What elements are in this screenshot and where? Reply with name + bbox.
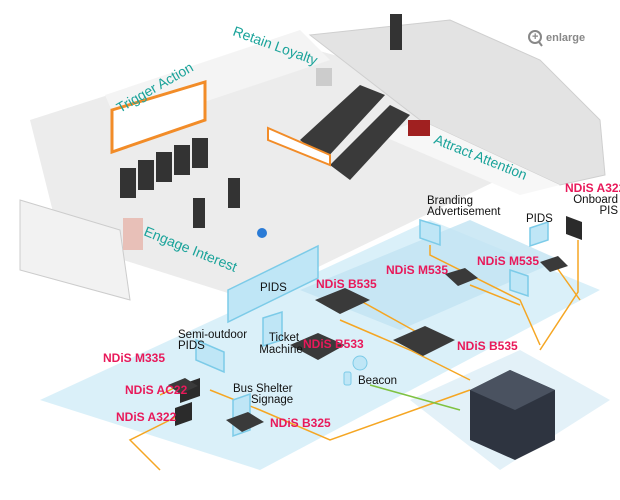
escalator xyxy=(330,105,410,180)
zoom-in-icon xyxy=(528,30,542,44)
train xyxy=(308,19,606,186)
label-semi-outdoor: Semi-outdoor xyxy=(178,329,247,341)
label-beacon: Beacon xyxy=(358,375,397,387)
product-m335: NDiS M335 xyxy=(103,351,165,365)
zoom-plus: + xyxy=(532,31,538,43)
label-bus-shelter: Bus Shelter xyxy=(233,383,293,395)
enlarge-label: enlarge xyxy=(546,32,585,44)
product-b533: NDiS B533 xyxy=(303,337,364,351)
zoom-in-icon xyxy=(538,41,543,47)
label-semi-pids: PIDS xyxy=(178,340,205,352)
kiosk xyxy=(390,14,402,50)
server-top xyxy=(470,370,555,410)
product-m535-left: NDiS M535 xyxy=(386,263,448,277)
label-machine: Machine xyxy=(259,344,302,356)
product-b325: NDiS B325 xyxy=(270,416,331,430)
ticket-machines xyxy=(120,138,208,198)
escalator xyxy=(300,85,385,160)
bus-ad xyxy=(123,218,143,250)
product-a322-top: NDiS A322 xyxy=(565,181,620,195)
beacon-icon xyxy=(352,355,368,371)
enlarge-button[interactable]: + enlarge xyxy=(528,30,585,47)
product-a322-bottom: NDiS A322 xyxy=(116,410,177,424)
product-b535-right: NDiS B535 xyxy=(457,339,518,353)
platform-edge xyxy=(380,120,560,195)
bus xyxy=(19,199,131,301)
kiosk xyxy=(193,198,205,228)
network-cables xyxy=(128,240,581,471)
departure-board xyxy=(110,79,207,155)
kiosk xyxy=(228,178,240,208)
label-pids-center: PIDS xyxy=(260,282,287,294)
info-board xyxy=(267,126,331,167)
phone-icon xyxy=(343,371,352,386)
label-pids-right: PIDS xyxy=(526,213,553,225)
label-onboard: Onboard xyxy=(573,194,618,206)
product-b535-top: NDiS B535 xyxy=(316,277,377,291)
product-ac22: NDiS AC22 xyxy=(125,383,188,397)
label-branding: Branding xyxy=(427,195,473,207)
ad-screen xyxy=(408,120,430,136)
ndis-players xyxy=(168,256,568,432)
label-ticket: Ticket xyxy=(269,332,300,344)
label-signage: Signage xyxy=(251,394,293,406)
label-pis: PIS xyxy=(599,205,618,217)
beacon-device xyxy=(257,228,267,238)
ad-screen xyxy=(316,68,332,86)
label-advertisement: Advertisement xyxy=(427,206,501,218)
green-link xyxy=(369,384,461,411)
product-m535-right: NDiS M535 xyxy=(477,254,539,268)
